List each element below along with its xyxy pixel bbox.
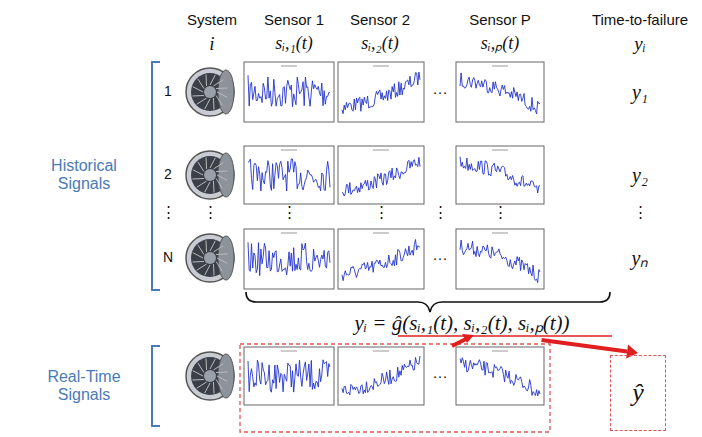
header-label: sᵢ,₂(t) <box>361 34 399 54</box>
signal-trace <box>342 72 420 114</box>
header-label: ⋮ <box>374 204 389 221</box>
signal-plot <box>456 146 544 204</box>
header-label: 2 <box>164 167 172 182</box>
brace <box>246 292 610 312</box>
signal-trace <box>248 75 330 107</box>
engine-icon <box>186 68 234 400</box>
signal-plot <box>456 62 544 122</box>
underline <box>398 335 612 337</box>
bracket <box>152 346 160 426</box>
bracket <box>152 62 160 290</box>
signal-trace <box>248 242 330 275</box>
signal-trace <box>460 157 540 193</box>
signal-plot <box>338 146 424 204</box>
signal-trace <box>342 240 420 281</box>
node-text: ŷ <box>632 378 644 408</box>
header-label: yₙ <box>632 247 649 269</box>
signal-plot <box>456 347 544 405</box>
signal-plot <box>338 347 424 405</box>
header-label: ⋮ <box>282 204 297 221</box>
header-label: N <box>163 250 173 265</box>
signal-trace <box>460 358 540 396</box>
header-label: ⋮ <box>161 204 176 221</box>
signal-plot <box>456 229 544 289</box>
signal-trace <box>342 157 420 196</box>
header-label: y₁ <box>632 81 648 103</box>
signal-trace <box>460 240 540 283</box>
arrowhead <box>462 334 474 343</box>
header-label: ··· <box>433 84 448 101</box>
group-label: Real-Time Signals <box>34 368 134 403</box>
header-label: ⋮ <box>203 204 218 221</box>
header-label: y₂ <box>632 164 648 186</box>
header-label: sᵢ,ₚ(t) <box>481 34 519 54</box>
header-label: Sensor 2 <box>350 12 410 29</box>
header-label: Time-to-failure <box>592 12 688 29</box>
header-label: Sensor 1 <box>264 12 324 29</box>
signal-plot <box>338 62 424 122</box>
signal-plot <box>244 229 334 289</box>
signal-trace <box>248 159 330 191</box>
header-label: ⋮ <box>493 204 508 221</box>
header-label: ⋮ <box>433 204 448 221</box>
header-label: System <box>187 12 237 29</box>
signal-plot <box>244 146 334 204</box>
signal-trace <box>460 73 540 114</box>
node-text: yᵢ = ĝ(sᵢ,₁(t), sᵢ,₂(t), sᵢ,ₚ(t)) <box>354 308 569 336</box>
signal-plot <box>338 229 424 289</box>
signal-plot <box>244 347 334 405</box>
header-label: sᵢ,₁(t) <box>275 34 313 54</box>
equation: yᵢ = ĝ(sᵢ,₁(t), sᵢ,₂(t), sᵢ,ₚ(t)) <box>352 306 571 338</box>
signal-trace <box>342 356 420 395</box>
signal-plot <box>244 62 334 122</box>
header-label: i <box>209 34 214 55</box>
group-label: Historical Signals <box>34 157 134 192</box>
header-label: ⋮ <box>633 204 648 221</box>
realtime-box <box>240 344 550 432</box>
header-label: ··· <box>433 368 448 385</box>
header-label: 1 <box>164 84 172 99</box>
signal-trace <box>248 360 330 392</box>
header-label: ··· <box>433 250 448 267</box>
prediction-box: ŷ <box>610 355 666 431</box>
header-label: Sensor P <box>469 12 531 29</box>
header-label: yᵢ <box>634 34 645 55</box>
